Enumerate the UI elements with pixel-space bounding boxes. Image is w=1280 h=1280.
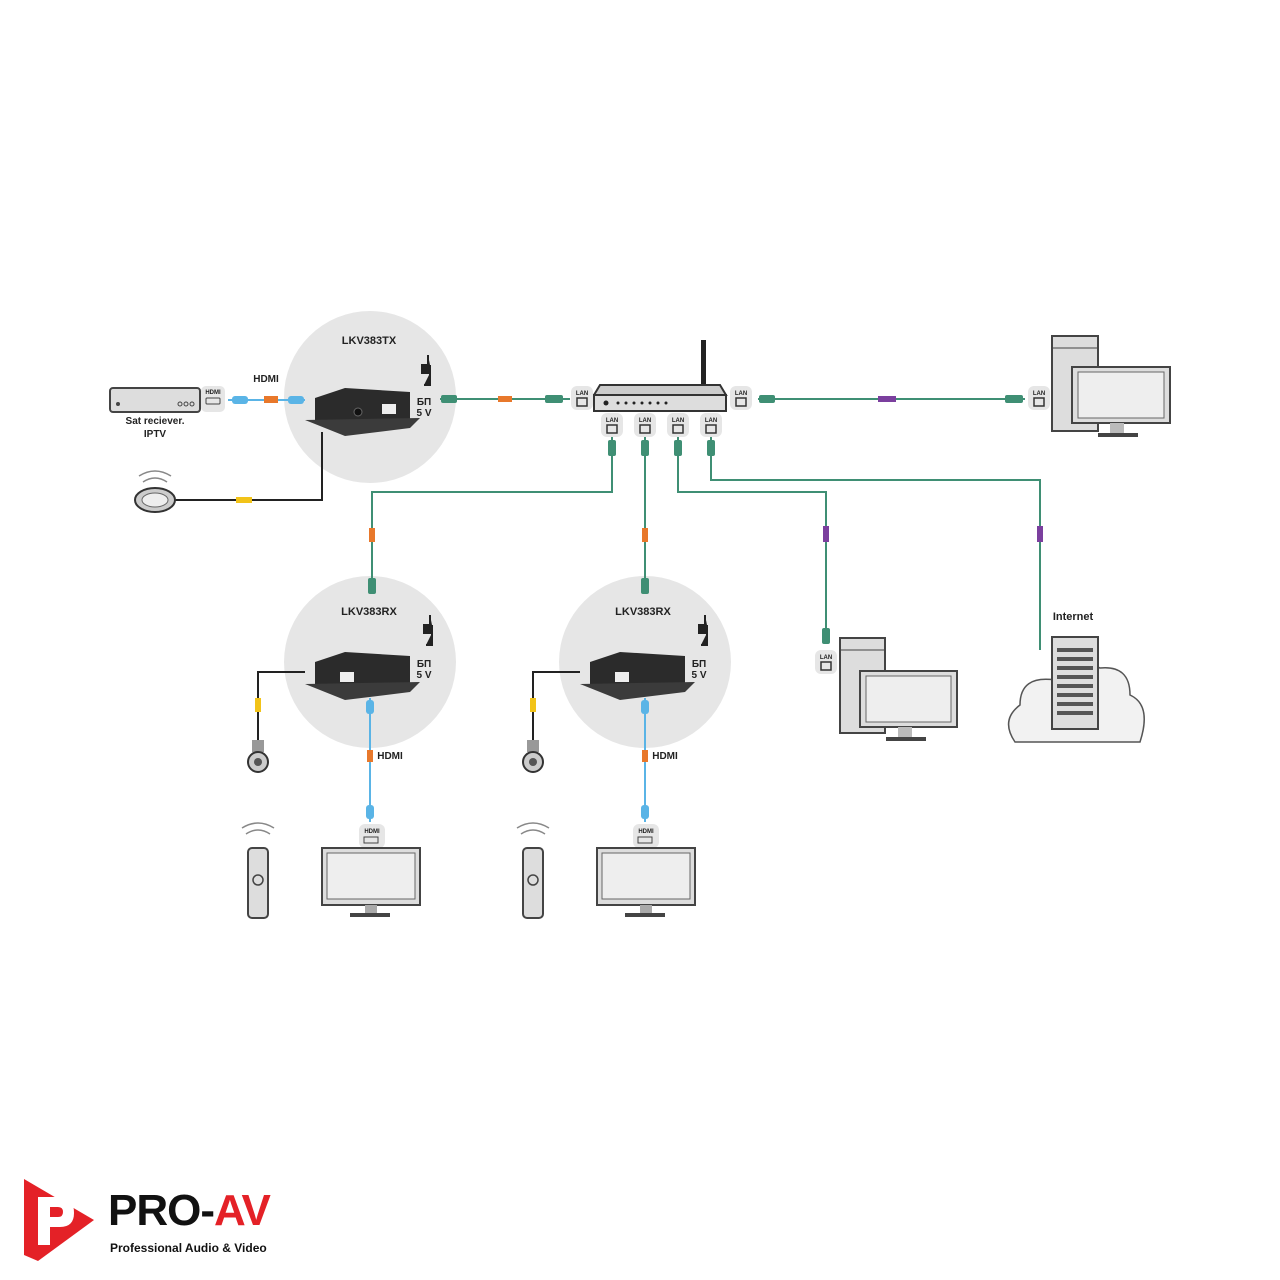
hdmi-cables bbox=[228, 396, 649, 822]
lan-ports: LAN LAN LAN LAN LAN LAN LAN LAN bbox=[571, 386, 1050, 674]
tx-power-label: БП bbox=[417, 397, 431, 408]
rx1-device: LKV383RX БП 5 V HDMI bbox=[305, 606, 433, 762]
tv-icon: HDMI bbox=[596, 824, 696, 917]
router bbox=[592, 340, 728, 412]
sat-receiver: HDMI Sat reciever. IPTV bbox=[109, 386, 225, 440]
svg-text:LAN: LAN bbox=[1033, 391, 1045, 397]
source-name: Sat reciever. bbox=[126, 416, 185, 427]
tx-power-voltage: 5 V bbox=[416, 408, 431, 419]
svg-text:LAN: LAN bbox=[820, 655, 832, 661]
rx2-hdmi-label: HDMI bbox=[652, 751, 678, 762]
rx2-model: LKV383RX bbox=[615, 606, 671, 618]
tv2-port-label: HDMI bbox=[638, 829, 654, 835]
lan-port: LAN bbox=[1028, 386, 1050, 410]
rx1-power-voltage: 5 V bbox=[416, 670, 431, 681]
internet-cloud: Internet bbox=[1007, 611, 1145, 743]
svg-text:LAN: LAN bbox=[639, 418, 651, 424]
logo-mark-icon bbox=[24, 1179, 94, 1261]
logo-name-accent: AV bbox=[214, 1186, 271, 1235]
tx-model: LKV383TX bbox=[342, 335, 397, 347]
remote-control-icon bbox=[516, 822, 550, 919]
ir-receiver-icon bbox=[522, 740, 544, 773]
lan-port: LAN bbox=[730, 386, 752, 410]
svg-text:LAN: LAN bbox=[606, 418, 618, 424]
rx1-hdmi-label: HDMI bbox=[377, 751, 403, 762]
remote-control-icon bbox=[241, 822, 275, 919]
svg-text:LAN: LAN bbox=[672, 418, 684, 424]
hdmi-input-label: HDMI bbox=[253, 374, 279, 385]
tv-icon: HDMI bbox=[321, 824, 421, 917]
ir-receiver-icon bbox=[134, 470, 176, 513]
svg-text:LAN: LAN bbox=[705, 418, 717, 424]
ir-receiver-icon bbox=[247, 740, 269, 773]
lan-port: LAN bbox=[601, 413, 623, 437]
rx2-power-voltage: 5 V bbox=[691, 670, 706, 681]
svg-text:LAN: LAN bbox=[735, 391, 747, 397]
logo-tagline: Professional Audio & Video bbox=[110, 1241, 267, 1255]
lan-port: LAN bbox=[700, 413, 722, 437]
rx1-power-label: БП bbox=[417, 659, 431, 670]
rx1-model: LKV383RX bbox=[341, 606, 397, 618]
lan-port: LAN bbox=[634, 413, 656, 437]
cable-plugs bbox=[368, 395, 1043, 644]
logo-name: PRO- bbox=[108, 1186, 215, 1235]
computer-icon bbox=[839, 637, 958, 741]
rx2-power-label: БП bbox=[692, 659, 706, 670]
tv1-port-label: HDMI bbox=[364, 829, 380, 835]
tx-device: LKV383TX БП 5 V bbox=[305, 335, 432, 436]
computer-icon bbox=[1051, 335, 1171, 437]
svg-text:LAN: LAN bbox=[576, 391, 588, 397]
lan-port: LAN bbox=[667, 413, 689, 437]
internet-label: Internet bbox=[1053, 611, 1094, 623]
pro-av-logo: PRO-AV Professional Audio & Video bbox=[20, 1175, 290, 1265]
source-subtitle: IPTV bbox=[144, 429, 167, 440]
source-port-label: HDMI bbox=[205, 390, 221, 396]
ir-cables bbox=[175, 432, 580, 742]
rx2-device: LKV383RX БП 5 V HDMI bbox=[580, 606, 708, 762]
lan-port: LAN bbox=[815, 650, 837, 674]
lan-port: LAN bbox=[571, 386, 593, 410]
